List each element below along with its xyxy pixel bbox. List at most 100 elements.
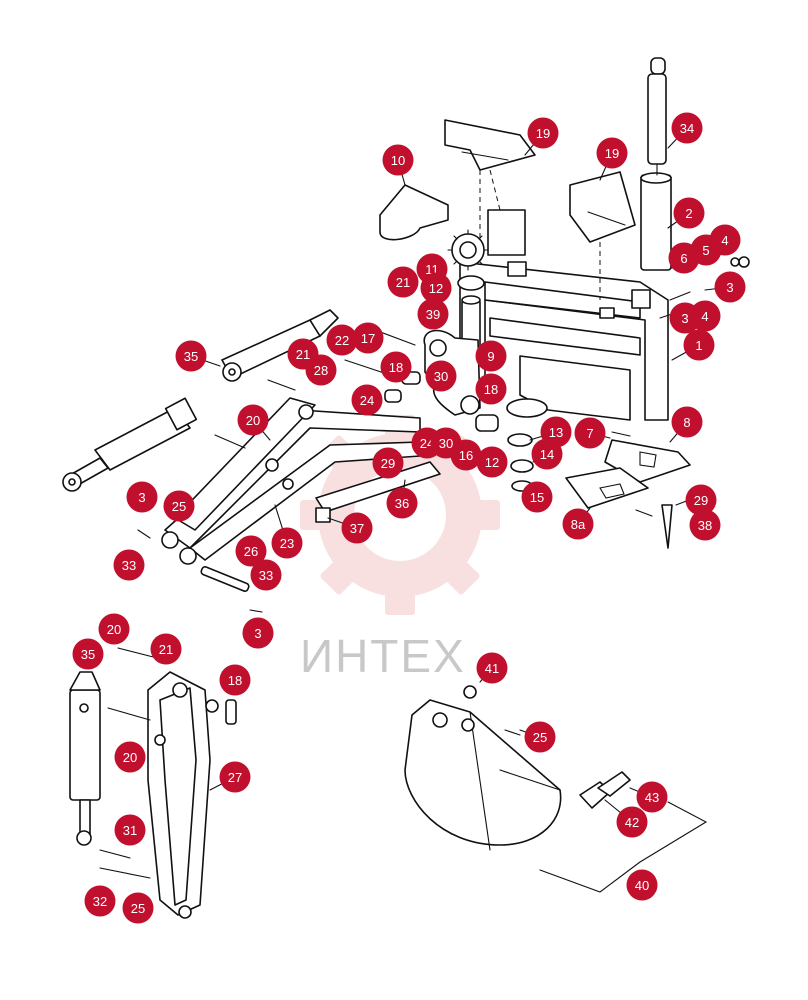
callout-label: 31 [123, 823, 137, 838]
upper-assembly [379, 57, 750, 549]
callout-badge-circle [237, 404, 269, 436]
part-14-washer [510, 459, 534, 473]
callout-badge-circle [524, 721, 556, 753]
callout-badge-circle [668, 242, 700, 274]
part-8a-plate [565, 467, 649, 509]
callout-badge-circle [527, 117, 559, 149]
callout-19-b: 19 [596, 137, 628, 169]
callout-badge-circle [673, 197, 705, 229]
callout-label: 29 [694, 493, 708, 508]
callout-22: 22 [326, 324, 358, 356]
callout-label: 13 [549, 425, 563, 440]
callout-label: 6 [680, 251, 687, 266]
callout-badge-circle [417, 298, 449, 330]
callout-label: 40 [635, 878, 649, 893]
callout-label: 17 [361, 331, 375, 346]
callout-label: 9 [487, 349, 494, 364]
callout-1: 1 [683, 329, 715, 361]
callout-14: 14 [531, 438, 563, 470]
callout-label: 20 [123, 750, 137, 765]
callout-40: 40 [626, 869, 658, 901]
callout-label: 41 [485, 661, 499, 676]
callout-8a: 8a [562, 508, 594, 540]
part-38-tooth [661, 504, 673, 549]
callout-20-a: 20 [237, 404, 269, 436]
callout-badge-circle [475, 340, 507, 372]
callout-badge-circle [305, 354, 337, 386]
callout-label: 20 [246, 413, 260, 428]
callout-label: 8 [683, 415, 690, 430]
callout-badge-circle [114, 814, 146, 846]
callout-label: 18 [484, 382, 498, 397]
callout-36: 36 [386, 487, 418, 519]
callout-label: 18 [389, 360, 403, 375]
callout-39: 39 [417, 298, 449, 330]
part-35-cylinder-dipper [69, 671, 101, 846]
callout-label: 25 [533, 730, 547, 745]
part-18-pin-dipper [225, 699, 237, 725]
callout-label: 12 [429, 281, 443, 296]
callout-label: 42 [625, 815, 639, 830]
part-27-dipper-arm [147, 671, 219, 919]
callout-label: 2 [685, 206, 692, 221]
callout-badge-circle [521, 481, 553, 513]
callout-label: 3 [726, 280, 733, 295]
dipper-assembly [69, 647, 237, 919]
callout-label: 30 [439, 436, 453, 451]
callout-label: 22 [335, 333, 349, 348]
callout-badge-circle [420, 272, 452, 304]
callout-3-a: 3 [714, 271, 746, 303]
callout-label: 38 [698, 518, 712, 533]
callout-badge-circle [126, 481, 158, 513]
callout-badge-circle [250, 559, 282, 591]
callout-21-c: 21 [150, 633, 182, 665]
callout-badge-circle [425, 360, 457, 392]
callout-30-a: 30 [425, 360, 457, 392]
callout-label: 39 [426, 307, 440, 322]
callout-26: 26 [235, 535, 267, 567]
callout-badge-circle [219, 664, 251, 696]
callout-18-a: 18 [380, 351, 412, 383]
callout-label: 35 [81, 647, 95, 662]
callout-9: 9 [475, 340, 507, 372]
callout-29-a: 29 [372, 447, 404, 479]
callout-badge-circle [175, 340, 207, 372]
callout-badge-circle [685, 484, 717, 516]
callout-29-b: 29 [685, 484, 717, 516]
callout-25-b: 25 [524, 721, 556, 753]
callout-35-a: 35 [175, 340, 207, 372]
callout-label: 1 [695, 338, 702, 353]
callout-label: 20 [107, 622, 121, 637]
callout-badge-circle [636, 781, 668, 813]
callout-27: 27 [219, 761, 251, 793]
callout-badge-circle [242, 617, 274, 649]
callout-label: 43 [645, 790, 659, 805]
part-11-gear [447, 229, 489, 271]
part-37-bracket [315, 507, 331, 523]
callout-label: 3 [681, 311, 688, 326]
part-19-cover-right [569, 171, 636, 243]
callout-3-d: 3 [242, 617, 274, 649]
part-35-cylinder-lower [62, 397, 198, 492]
callout-35-b: 35 [72, 638, 104, 670]
part-24-bushing [384, 389, 402, 403]
callout-23: 23 [271, 527, 303, 559]
callout-12-b: 12 [476, 446, 508, 478]
callout-8: 8 [671, 406, 703, 438]
callout-label: 21 [296, 347, 310, 362]
callout-41: 41 [476, 652, 508, 684]
callout-label: 32 [93, 894, 107, 909]
callout-label: 8a [571, 517, 586, 532]
callout-badge-circle [163, 490, 195, 522]
callout-label: 36 [395, 496, 409, 511]
part-19-cover-left [444, 119, 536, 171]
callout-label: 25 [131, 901, 145, 916]
callout-badge-circle [122, 892, 154, 924]
callout-label: 14 [540, 447, 554, 462]
callout-21-a: 21 [387, 266, 419, 298]
callout-24-a: 24 [351, 384, 383, 416]
callout-label: 27 [228, 770, 242, 785]
